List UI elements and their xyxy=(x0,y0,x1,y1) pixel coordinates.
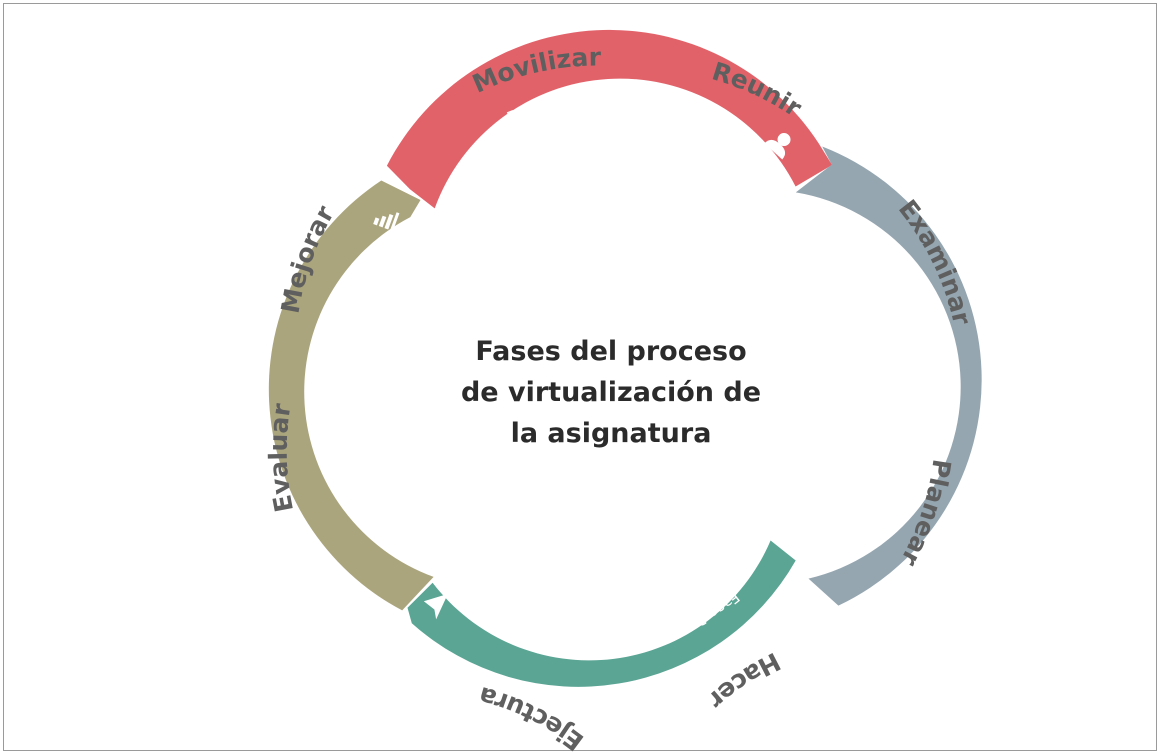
center-title-line-3: la asignatura xyxy=(511,418,712,449)
phase-4-segment xyxy=(268,180,434,611)
phase-1-label: Fase 1. Presentación y equipo xyxy=(504,92,730,150)
outer-label-hacer: Hacer xyxy=(702,647,785,715)
phase-3-segment xyxy=(407,540,796,687)
bar-chart-icon xyxy=(373,212,400,232)
center-title-line-2: de virtualización de xyxy=(461,377,761,408)
phase-1-segment xyxy=(386,29,833,209)
user-icon xyxy=(764,133,791,160)
outer-label-planear: Planear xyxy=(895,457,957,571)
magnifier-icon xyxy=(823,542,846,565)
phase-2-segment xyxy=(795,146,982,606)
outer-label-ejectura: Ejectura xyxy=(475,681,589,756)
phase-2-label: Fase 2. Análisis y diseño xyxy=(839,278,877,466)
paper-plane-icon xyxy=(423,593,448,620)
center-title-line-1: Fases del proceso xyxy=(475,336,746,367)
outer-label-examinar: Examinar xyxy=(893,194,977,328)
